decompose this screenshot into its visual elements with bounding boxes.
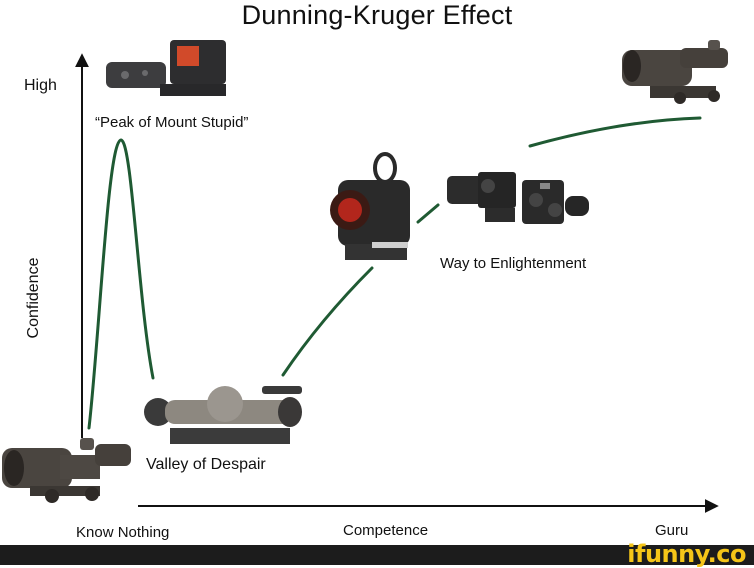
ifunny-watermark: ifunny.co	[627, 540, 746, 568]
diagram-title: Dunning-Kruger Effect	[241, 0, 513, 30]
x-left-label: Know Nothing	[76, 524, 170, 541]
plot-area	[2, 40, 728, 513]
peak-annotation: “Peak of Mount Stupid”	[95, 114, 249, 131]
x-axis-label: Competence	[343, 522, 429, 539]
enlightenment-annotation: Way to Enlightenment	[440, 255, 587, 272]
y-high-label: High	[24, 77, 57, 94]
x-right-label: Guru	[655, 522, 689, 539]
diagram-canvas: Dunning-Kruger Effect	[2, 0, 728, 541]
y-axis-label: Confidence	[25, 257, 42, 339]
magnifier-holo-image	[447, 172, 589, 224]
micro-red-dot-image	[330, 152, 410, 260]
watermark-bar: ifunny.co	[0, 540, 754, 568]
acog-scope-guru-image	[622, 40, 728, 104]
lpvo-scope-valley-image	[144, 386, 302, 444]
valley-annotation: Valley of Despair	[146, 456, 266, 473]
red-dot-peak-image	[106, 40, 226, 96]
dk-curve	[87, 116, 702, 430]
acog-scope-start-image	[2, 438, 131, 503]
